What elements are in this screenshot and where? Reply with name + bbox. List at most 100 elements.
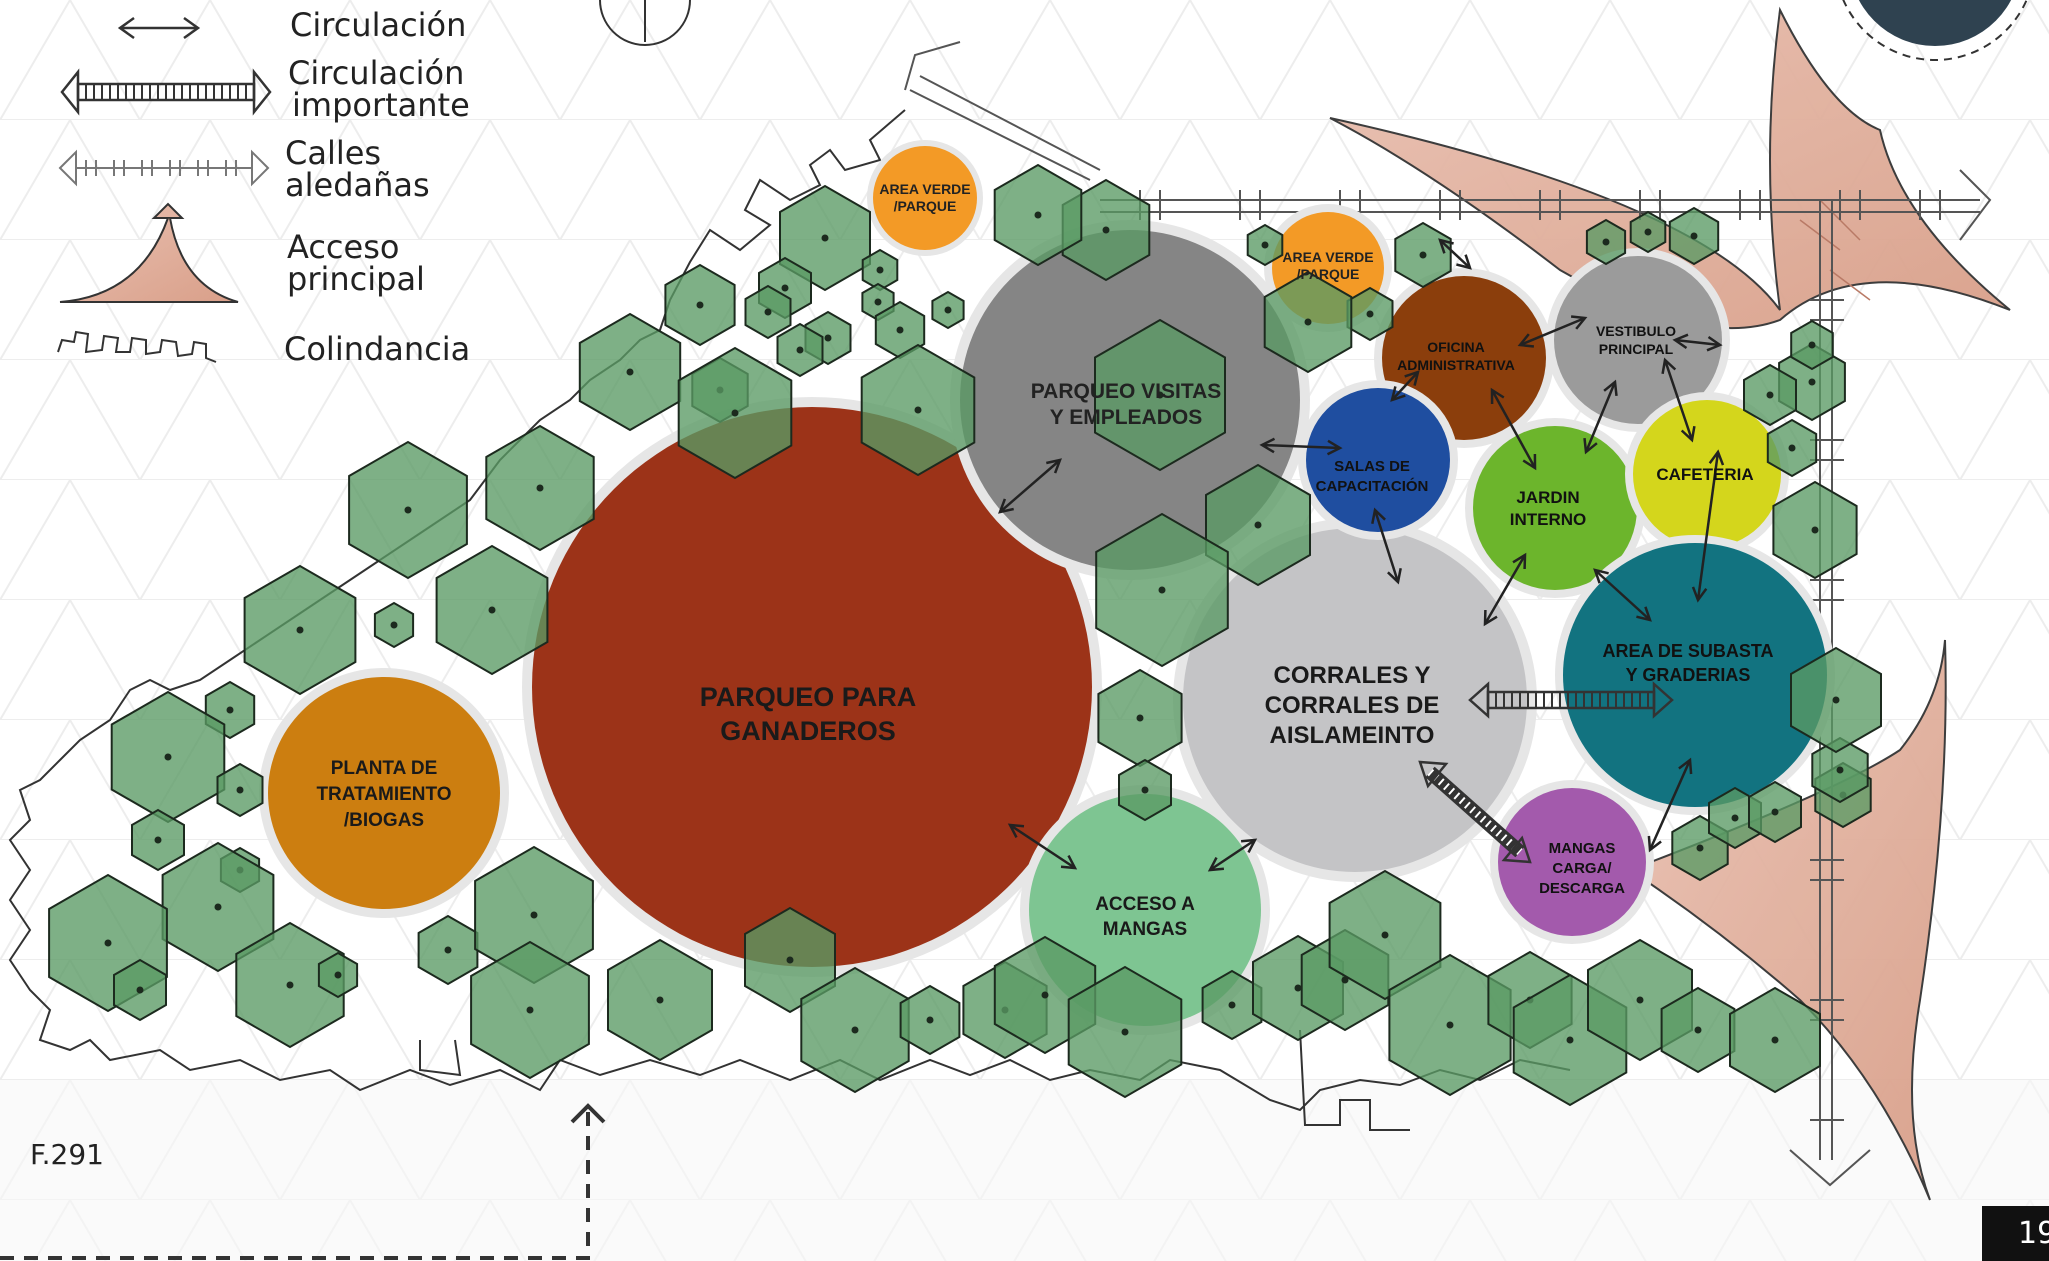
circulation-arrowhead: [1207, 857, 1225, 872]
circulation-arrowhead: [1240, 838, 1258, 853]
circulation-arrowhead: [1007, 823, 1025, 838]
tree-center-dot: [926, 1016, 934, 1024]
label-parqueo-visitas-line-1: PARQUEO VISITAS: [1031, 380, 1222, 403]
zone-area-verde-1: [867, 140, 983, 256]
tree-center-dot: [1141, 786, 1149, 794]
tree-center-dot: [1261, 241, 1269, 249]
legend-acceso-icon: [59, 202, 239, 303]
tree-center-dot: [1041, 991, 1049, 999]
circulation-arrow: [1519, 316, 1586, 347]
tree-center-dot: [1690, 232, 1698, 240]
circulation-arrowhead: [1691, 586, 1708, 603]
zone-cafeteria: [1625, 392, 1789, 556]
zone-jardin: [1465, 418, 1645, 598]
tree-center-dot: [1811, 526, 1819, 534]
circulation-arrowhead: [1490, 387, 1505, 405]
circulation-arrowhead: [1661, 357, 1677, 375]
tree-center-dot: [1566, 1036, 1574, 1044]
tree-center-dot: [626, 368, 634, 376]
label-subasta: AREA DE SUBASTA Y GRADERIAS: [1602, 641, 1773, 685]
tree-center-dot: [1366, 310, 1374, 318]
tree-center-dot: [1341, 976, 1349, 984]
important-circulation-corrales-subasta: [1468, 681, 1674, 719]
tree-center-dot: [1832, 696, 1840, 704]
label-corrales-line-2: CORRALES DE: [1265, 692, 1440, 719]
circulation-arrowhead: [1060, 855, 1078, 870]
label-subasta-line-1: AREA DE SUBASTA: [1602, 641, 1773, 661]
circulation-arrowhead: [1636, 606, 1652, 622]
label-vestibulo-line-1: VESTIBULO: [1596, 323, 1676, 339]
tree-center-dot: [1381, 931, 1389, 939]
circulation-arrowhead: [1678, 757, 1693, 775]
label-area-verde-2-line-1: AREA VERDE: [1282, 249, 1373, 265]
tree-center-dot: [404, 506, 412, 514]
circulation-arrowhead: [1672, 333, 1689, 350]
tree-center-dot: [1644, 228, 1652, 236]
label-mangas-carga-line-1: MANGAS: [1549, 840, 1616, 857]
legend-circulacion-importante-label-2: importante: [292, 86, 470, 124]
legend-calles-icon: [58, 149, 270, 187]
circulation-arrow: [1648, 759, 1692, 851]
circulation-arrowhead: [1706, 335, 1723, 352]
tree-center-dot: [488, 606, 496, 614]
circulation-arrowhead: [1390, 386, 1406, 402]
tree-center-dot: [821, 234, 829, 242]
north-arrow-fragment: [599, 0, 691, 46]
circulation-arrow: [1261, 443, 1341, 450]
legend-calles-label-1: Calles: [285, 134, 381, 172]
label-corrales: CORRALES Y CORRALES DE AISLAMEINTO: [1265, 662, 1440, 749]
tree-center-dot: [1121, 1028, 1129, 1036]
tree-center-dot: [1136, 714, 1144, 722]
label-jardin-line-1: JARDIN: [1516, 488, 1579, 507]
zones: [259, 140, 1835, 1035]
page-number: 190: [1982, 1206, 2049, 1261]
tree-center-dot: [876, 266, 884, 274]
label-parqueo-ganaderos-line-2: GANADEROS: [720, 716, 896, 746]
tree-center-dot: [896, 326, 904, 334]
tree-center-dot: [1034, 211, 1042, 219]
circulation-arrowhead: [1680, 425, 1696, 443]
label-mangas-carga-line-3: DESCARGA: [1539, 880, 1625, 897]
important-circulation: [1418, 681, 1674, 864]
tree-center-dot: [1294, 984, 1302, 992]
tree-center-dot: [944, 306, 952, 314]
tree-center-dot: [164, 753, 172, 761]
label-jardin-line-2: INTERNO: [1510, 510, 1587, 529]
circulation-arrowhead: [1593, 568, 1609, 584]
circulation-arrowhead: [1387, 568, 1402, 585]
tree-center-dot: [781, 284, 789, 292]
label-subasta-line-2: Y GRADERIAS: [1626, 665, 1751, 685]
circulation-arrowhead: [1708, 449, 1725, 466]
circulation-arrows: [998, 238, 1725, 872]
label-corrales-line-3: AISLAMEINTO: [1270, 722, 1435, 749]
legend-circulacion-label: Circulación: [290, 6, 466, 44]
tree-center-dot: [334, 971, 342, 979]
circulation-arrow: [1439, 239, 1471, 269]
circulation-arrowhead: [1583, 437, 1598, 455]
tree-center-dot: [1602, 238, 1610, 246]
legend-calles-label-2: aledañas: [285, 166, 430, 204]
important-circulation-corrales-mangas: [1418, 760, 1532, 864]
background-pattern-lower: [0, 1080, 2049, 1261]
tree-center-dot: [214, 903, 222, 911]
circulation-arrowhead: [1517, 333, 1535, 348]
label-salas-line-2: CAPACITACIÓN: [1316, 477, 1429, 495]
tree-center-dot: [1254, 521, 1262, 529]
tree-center-dot: [1771, 1036, 1779, 1044]
tree-center-dot: [154, 836, 162, 844]
zone-salas: [1298, 380, 1458, 540]
label-area-verde-1-line-2: /PARQUE: [894, 198, 957, 214]
tree-center-dot: [390, 621, 398, 629]
legend-colindancia-label: Colindancia: [284, 330, 470, 368]
label-cafeteria: CAFETERIA: [1656, 465, 1753, 484]
circulation-arrowhead: [1647, 835, 1662, 853]
tree-center-dot: [1228, 1001, 1236, 1009]
tree-center-dot: [1766, 391, 1774, 399]
tree-center-dot: [786, 956, 794, 964]
label-corrales-line-1: CORRALES Y: [1274, 662, 1431, 689]
label-parqueo-ganaderos-line-1: PARQUEO PARA: [700, 682, 917, 712]
